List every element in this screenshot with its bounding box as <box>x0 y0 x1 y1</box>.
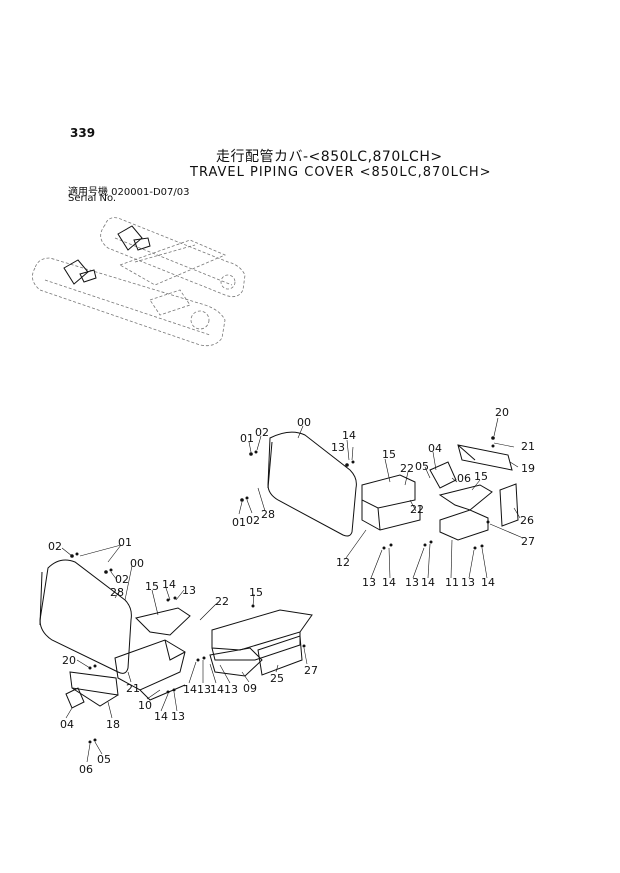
serial-label-english: Serial No. <box>68 193 117 204</box>
callout: 12 <box>336 556 350 569</box>
callout: 14 <box>183 683 197 696</box>
callout: 22 <box>400 462 414 475</box>
callout: 13 <box>224 683 238 696</box>
callout: 14 <box>481 576 495 589</box>
callout: 21 <box>521 440 535 453</box>
left-leader-lines <box>61 544 308 763</box>
callout: 14 <box>154 710 168 723</box>
callout: 13 <box>461 576 475 589</box>
callout: 01 <box>240 432 254 445</box>
callout: 18 <box>106 718 120 731</box>
right-cover-panel-00 <box>267 431 357 537</box>
callout: 13 <box>362 576 376 589</box>
callout: 05 <box>97 753 111 766</box>
right-bracket-12 <box>361 474 416 509</box>
callout: 01 <box>118 536 132 549</box>
left-part-04 <box>65 687 85 709</box>
right-assembly <box>267 431 519 541</box>
callout: 04 <box>428 442 442 455</box>
left-bracket-15 <box>135 607 191 636</box>
right-leader-lines <box>238 417 524 579</box>
page-number: 339 <box>70 126 96 140</box>
callout: 14 <box>382 576 396 589</box>
callout: 14 <box>162 578 176 591</box>
overview-highlight-parts <box>63 225 151 285</box>
callout: 11 <box>445 576 459 589</box>
callout: 02 <box>115 573 129 586</box>
callout: 01 <box>232 516 246 529</box>
callout: 26 <box>520 514 534 527</box>
callout: 20 <box>495 406 509 419</box>
left-fasteners <box>70 552 306 744</box>
callout: 15 <box>382 448 396 461</box>
callout: 13 <box>171 710 185 723</box>
left-cover-panel-00 <box>39 559 132 674</box>
callout: 14 <box>342 429 356 442</box>
callout: 02 <box>246 514 260 527</box>
callout: 14 <box>421 576 435 589</box>
right-part-06 <box>429 461 457 489</box>
callout: 15 <box>145 580 159 593</box>
callout: 13 <box>405 576 419 589</box>
callout: 21 <box>126 682 140 695</box>
undercarriage-overview <box>32 217 246 347</box>
left-plate-22 <box>211 609 313 651</box>
right-bracket-11 <box>439 509 489 541</box>
callout: 15 <box>249 586 263 599</box>
callout: 19 <box>521 462 535 475</box>
title-english: TRAVEL PIPING COVER <850LC,870LCH> <box>190 165 492 180</box>
right-plate-19 <box>457 444 513 471</box>
callout: 02 <box>255 426 269 439</box>
callout: 02 <box>48 540 62 553</box>
callout: 20 <box>62 654 76 667</box>
right-fasteners <box>240 436 495 550</box>
callout: 00 <box>297 416 311 429</box>
callout: 10 <box>138 699 152 712</box>
title-japanese: 走行配管カバ-<850LC,870LCH> <box>216 149 443 165</box>
right-plate-26 <box>499 483 519 527</box>
callout: 05 <box>415 460 429 473</box>
callout: 06 <box>457 472 471 485</box>
callout: 27 <box>304 664 318 677</box>
callout: 04 <box>60 718 74 731</box>
callout: 25 <box>270 672 284 685</box>
left-plate-25 <box>257 635 303 676</box>
callout: 13 <box>197 683 211 696</box>
callout: 00 <box>130 557 144 570</box>
right-callout-labels: 00 01 02 01 02 28 14 13 15 22 04 05 06 1… <box>232 406 535 589</box>
left-assembly <box>39 559 313 709</box>
callout: 09 <box>243 682 257 695</box>
serial-label-japanese: 適用号機 020001-D07/03 <box>68 187 190 198</box>
callout: 27 <box>521 535 535 548</box>
left-bracket-09 <box>209 647 263 677</box>
callout: 22 <box>215 595 229 608</box>
right-part-15 <box>438 484 493 511</box>
left-callout-labels: 02 01 02 00 28 15 14 13 22 15 20 21 27 2… <box>48 536 318 776</box>
callout: 14 <box>210 683 224 696</box>
callout: 06 <box>79 763 93 776</box>
callout: 13 <box>182 584 196 597</box>
callout: 28 <box>261 508 275 521</box>
callout: 28 <box>110 586 124 599</box>
callout: 13 <box>331 441 345 454</box>
callout: 22 <box>410 503 424 516</box>
callout: 15 <box>474 470 488 483</box>
